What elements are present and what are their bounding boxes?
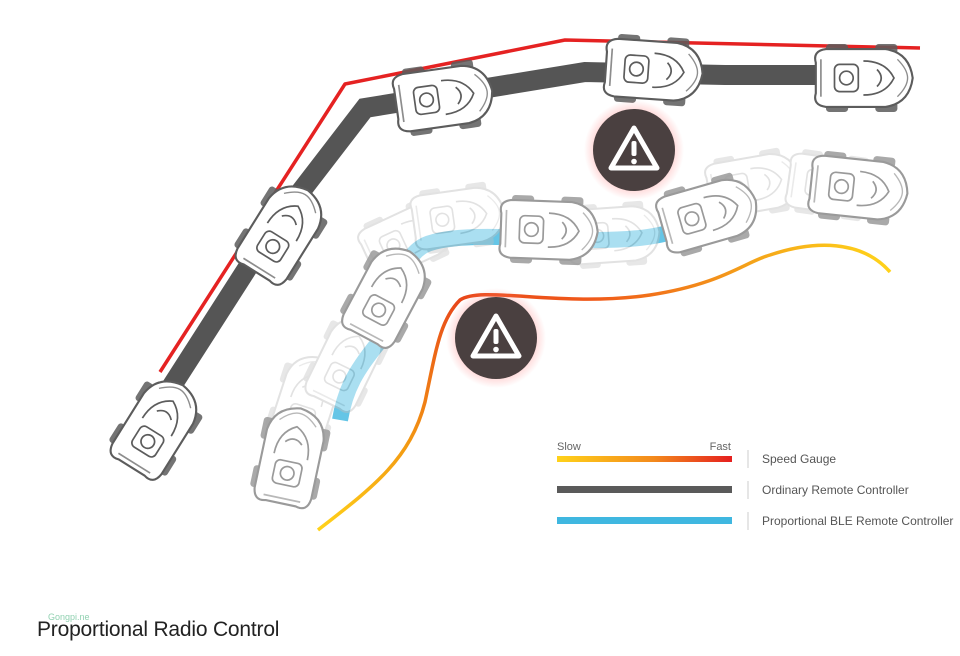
warning-triangle-icon [446, 288, 546, 388]
legend-swatch-speed [557, 456, 732, 462]
gauge-slow-label: Slow [557, 441, 581, 453]
rc-car-icon [805, 148, 913, 229]
gauge-fast-label: Fast [710, 441, 731, 453]
legend-label-ble: Proportional BLE Remote Controller [762, 514, 953, 528]
rc-car-icon [101, 366, 213, 488]
page-title: Proportional Radio Control [37, 618, 280, 641]
ordinary-cars [101, 31, 914, 488]
rc-car-icon [814, 42, 914, 114]
legend-swatch-ordinary [557, 486, 732, 493]
legend-label-speed: Speed Gauge [762, 452, 836, 466]
legend-swatch-ble [557, 517, 732, 524]
rc-car-icon [389, 55, 498, 139]
watermark: Gongpi.ne [48, 612, 90, 622]
warning-triangle-icon [584, 100, 684, 200]
legend-label-ordinary: Ordinary Remote Controller [762, 483, 909, 497]
legend: Slow Fast Speed Gauge Ordinary Remote Co… [557, 441, 953, 530]
